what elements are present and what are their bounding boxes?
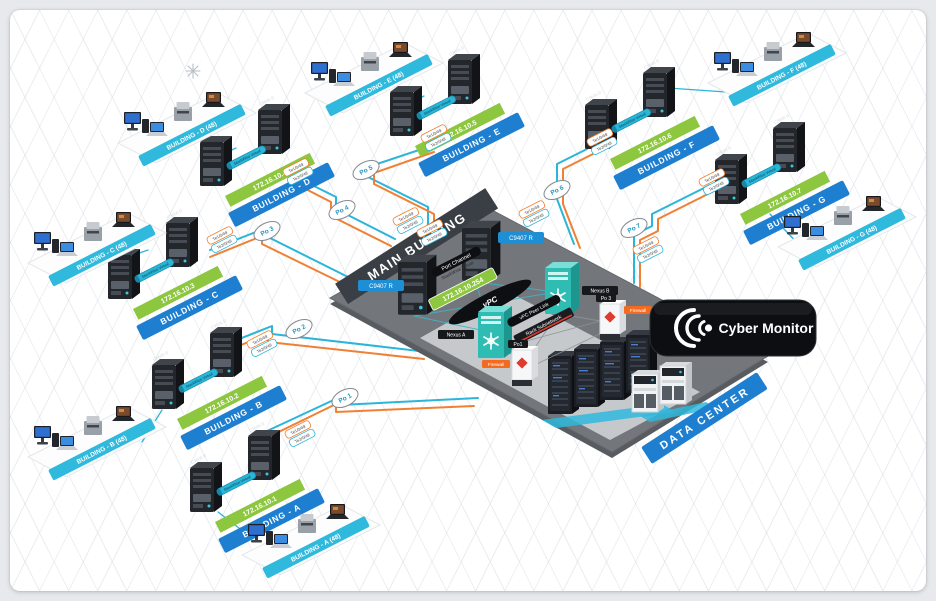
switch-tower [715, 154, 747, 204]
logo-dot [704, 324, 713, 332]
nexus-a-tag: Nexus A [438, 330, 474, 339]
interface-pair [283, 419, 317, 449]
stackwise-pipe [225, 144, 268, 171]
logo-label: Cyber Monitor [719, 320, 814, 336]
nexus-b-tag: Nexus B [582, 286, 618, 295]
endpoint-devices [27, 405, 167, 478]
link-building-g [633, 184, 717, 288]
svg-text:Po 3: Po 3 [601, 296, 612, 302]
stackwise-pipe [740, 162, 783, 189]
cluster-b: BUILDING - B (48) [27, 405, 167, 481]
firewall-left-tag: Firewall [482, 360, 510, 368]
endpoint-devices [117, 91, 257, 164]
vpc-ellipse: vPC [448, 279, 532, 325]
firewall-right-tag: Firewall [624, 306, 652, 314]
datacenter-equipment [542, 330, 716, 428]
po-oval-e: Po 5 [352, 159, 380, 181]
nexus-switch-a [477, 305, 513, 359]
svg-text:Po1: Po1 [514, 342, 523, 348]
cluster-f: BUILDING - F (48) [707, 31, 847, 107]
core1-tag: C9407 R [358, 280, 404, 291]
floor-strip [640, 402, 716, 422]
switch-tower [390, 86, 422, 136]
po1-tag: Po1 [508, 340, 528, 348]
building-f: 172.16.10.6 BUILDING - F [585, 57, 720, 190]
stackwise-pipe [610, 107, 653, 134]
switch-tower [152, 359, 184, 409]
po3-tag: Po 3 [596, 294, 616, 302]
cluster-e: BUILDING - E (48) [304, 41, 444, 117]
cyber-monitor-logo-icon [674, 308, 706, 348]
link-building-f [556, 148, 594, 249]
endpoint-devices [304, 41, 444, 114]
switch-tower [190, 462, 222, 512]
po-oval-d: Po 4 [328, 199, 356, 221]
core2-tag: C9407 R [498, 232, 544, 243]
cyber-monitor-badge: Cyber Monitor [649, 299, 817, 357]
switch-tower [200, 136, 232, 186]
svg-text:Firewall: Firewall [488, 362, 505, 368]
po-oval-b: Po 2 [285, 318, 313, 340]
ups-unit [659, 361, 693, 405]
po-oval-a: Po 1 [331, 387, 359, 409]
link-building-a [251, 396, 479, 446]
stackwise-pipe [215, 470, 258, 497]
ups-unit [631, 369, 665, 413]
po-oval-f: Po 6 [543, 179, 571, 201]
po-oval-g: Po 7 [620, 217, 648, 239]
svg-text:Nexus B: Nexus B [591, 288, 611, 294]
sparkle-icon [185, 63, 201, 79]
endpoint-devices [241, 503, 381, 576]
interface-pair [631, 235, 665, 265]
cluster-d: BUILDING - D (48) [117, 91, 257, 167]
cluster-a: BUILDING - A (48) [241, 503, 381, 579]
interface-pair [517, 199, 551, 229]
stackwise-pipe [133, 257, 176, 284]
stackwise-pipe [177, 367, 220, 394]
svg-text:Nexus A: Nexus A [447, 332, 466, 338]
stackwise-pipe [415, 94, 458, 121]
port-channel-ovals: Po 1 Po 2 Po 3 Po 4 Po 5 Po 6 Po 7 [253, 159, 648, 409]
svg-text:C9407 R: C9407 R [369, 284, 393, 290]
po-oval-c: Po 3 [253, 220, 281, 242]
endpoint-devices [707, 31, 847, 104]
svg-text:C9407 R: C9407 R [509, 236, 533, 242]
svg-text:Firewall: Firewall [630, 308, 647, 314]
